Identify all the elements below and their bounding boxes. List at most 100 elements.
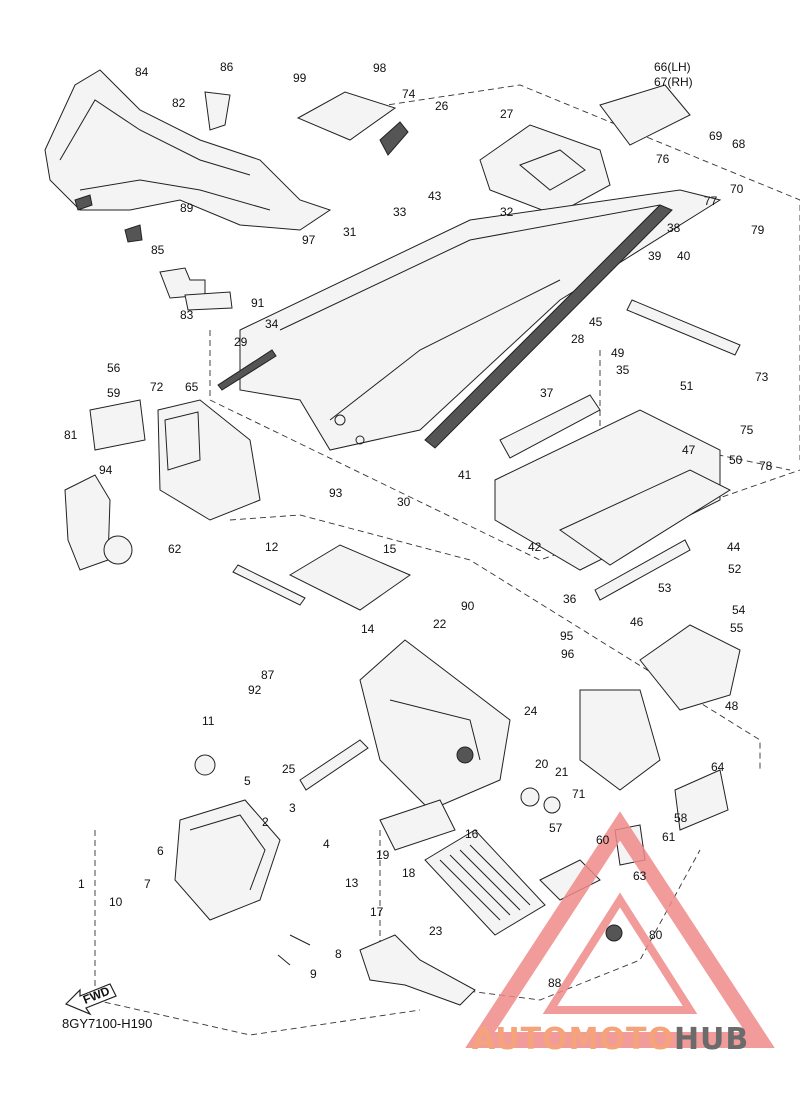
callout-50: 50 [729,453,743,467]
bar-12 [232,564,306,606]
callout-34: 34 [265,317,279,331]
callout-71: 71 [572,787,586,801]
callout-35: 35 [616,363,630,377]
callout-25: 25 [282,762,296,776]
callout-15: 15 [383,542,397,556]
bracket-71 [579,689,661,791]
callout-74: 74 [402,87,416,101]
callout-58: 58 [674,811,688,825]
callout-39: 39 [648,249,662,263]
bar-38 [626,299,741,356]
midframe-14 [359,639,511,811]
callout-54: 54 [732,603,746,617]
callout-75: 75 [740,423,754,437]
plate-15 [288,544,412,611]
callout-85: 85 [151,243,165,257]
callout-91: 91 [251,296,265,310]
callout-38: 38 [667,221,681,235]
callout-48: 48 [725,699,739,713]
callout-92: 92 [248,683,262,697]
part-11 [194,754,216,776]
callout-66lh: 66(LH) [654,60,691,74]
callout-45: 45 [589,315,603,329]
plate-42 [494,409,721,571]
callout-30: 30 [397,495,411,509]
bracket-94 [64,474,111,571]
plate-27 [479,124,611,216]
callout-33: 33 [393,205,407,219]
callout-29: 29 [234,335,248,349]
callout-73: 73 [755,370,769,384]
callout-99: 99 [293,71,307,85]
callout-32: 32 [500,205,514,219]
callout-42: 42 [528,540,542,554]
callout-69: 69 [709,129,723,143]
fwd-arrow-icon [64,983,117,1016]
callout-3: 3 [289,801,296,815]
callout-84: 84 [135,65,149,79]
callout-77: 77 [704,194,718,208]
bolt-9 [289,934,311,946]
callout-82: 82 [172,96,186,110]
bolt-8 [277,954,291,966]
watermark-part1: AUTOMOTO [472,1022,674,1057]
ring-20 [520,787,540,807]
callout-18: 18 [402,866,416,880]
callout-1: 1 [78,877,85,891]
callout-80: 80 [649,928,663,942]
callout-43: 43 [428,189,442,203]
callout-72: 72 [150,380,164,394]
callout-2: 2 [262,815,269,829]
callout-70: 70 [730,182,744,196]
callout-53: 53 [658,581,672,595]
callout-46: 46 [630,615,644,629]
diagram-code: 8GY7100-H190 [62,1016,153,1031]
callout-27: 27 [500,107,514,121]
callout-87: 87 [261,668,275,682]
callout-95: 95 [560,629,574,643]
callout-88: 88 [548,976,562,990]
callout-17: 17 [370,905,384,919]
callout-24: 24 [524,704,538,718]
callout-76: 76 [656,152,670,166]
callout-78: 78 [759,459,773,473]
rail-28 [424,204,673,449]
lower-arm-94 [359,934,476,1006]
callout-layer: 1234567891011121314151617181920212223242… [64,60,773,990]
bracket-58 [674,769,729,831]
plate-98 [296,91,397,141]
callout-79: 79 [751,223,765,237]
rail-29 [217,349,277,391]
watermark-logo [465,811,775,1048]
callout-41: 41 [458,468,472,482]
callout-6: 6 [157,844,164,858]
callout-8: 8 [335,947,342,961]
callout-57: 57 [549,821,563,835]
callout-65: 65 [185,380,199,394]
bar-24 [299,739,369,791]
callout-81: 81 [64,428,78,442]
callout-44: 44 [727,540,741,554]
arm-16 [379,799,456,851]
callout-68: 68 [732,137,746,151]
bracket-72 [157,399,261,521]
callout-51: 51 [680,379,694,393]
callout-64: 64 [711,760,725,774]
callout-12: 12 [265,540,279,554]
radiator-17 [424,829,546,936]
callout-28: 28 [571,332,585,346]
callout-9: 9 [310,967,317,981]
callout-86: 86 [220,60,234,74]
callout-56: 56 [107,361,121,375]
plate-44 [559,469,732,566]
callout-98: 98 [373,61,387,75]
callout-14: 14 [361,622,375,636]
cover-46 [639,624,741,711]
group-outline-frame [299,84,800,460]
callout-96: 96 [561,647,575,661]
ring-21 [543,796,561,814]
callout-20: 20 [535,757,549,771]
watermark-text: AUTOMOTOHUB [472,1022,749,1057]
callout-36: 36 [563,592,577,606]
